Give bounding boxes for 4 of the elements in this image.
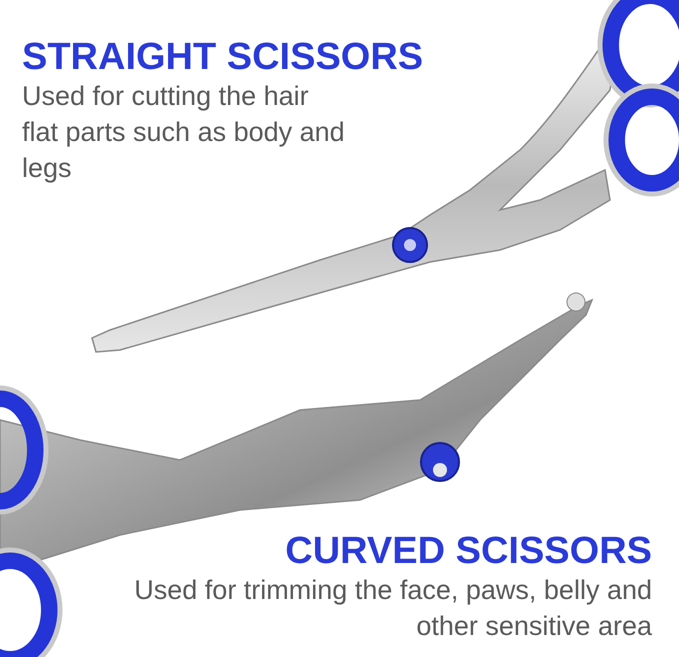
description-text: Used for cutting the hair flat parts such as body and legs — [22, 80, 346, 185]
description-text: Used for trimming the face, paws, belly and other sensitive area — [133, 574, 652, 643]
heading: STRAIGHT SCISSORS — [22, 36, 424, 78]
heading: CURVED SCISSORS — [285, 530, 652, 572]
